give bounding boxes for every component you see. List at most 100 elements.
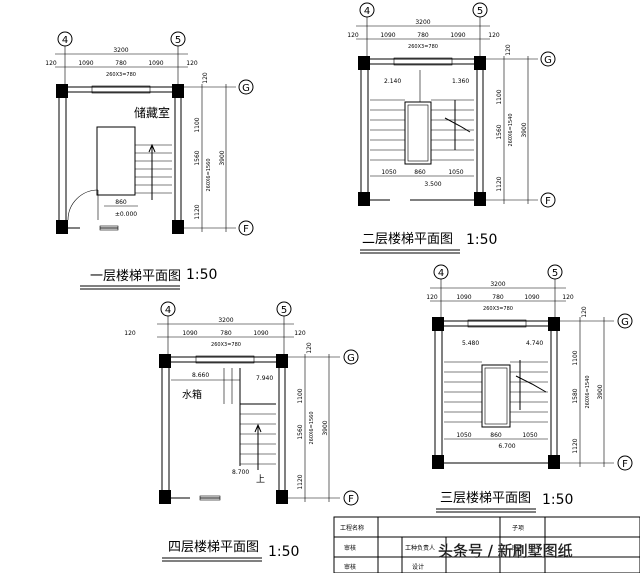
stair-label: 260X6=1560: [309, 411, 315, 444]
plan-title: 四层楼梯平面图: [168, 540, 259, 555]
up-label: 上: [256, 474, 265, 485]
plan-2: 4 5 3200 120 1090 780 1090 120 260X3=780: [347, 2, 556, 254]
grid-label-f: F: [545, 196, 551, 207]
landing-width: 860: [115, 199, 127, 206]
room-label: 储藏室: [134, 105, 170, 120]
grid-bubble-g: [238, 79, 254, 95]
seg-1: 120: [45, 60, 57, 67]
seg-1: 120: [347, 32, 359, 39]
vseg-2: 1560: [297, 424, 304, 439]
vseg-1: 1100: [496, 89, 503, 104]
plan-scale: 1:50: [542, 492, 573, 508]
vseg-3: 1120: [572, 438, 579, 453]
vseg-3: 1120: [297, 474, 304, 489]
bseg-3: 1050: [522, 432, 537, 439]
top-dim: 120: [505, 44, 512, 56]
top-dim: 120: [581, 306, 588, 318]
seg-4: 1090: [524, 294, 539, 301]
overall-depth: 3900: [322, 420, 329, 435]
seg-5: 120: [562, 294, 574, 301]
tb-cell-2-0: 审核: [344, 563, 356, 571]
grid-label-5: 5: [552, 268, 558, 279]
plan-3: 4 5 3200 120 1090 780 1090 120 260X3=780: [124, 301, 359, 562]
seg-2: 1090: [456, 294, 471, 301]
grid-label-g: G: [621, 317, 629, 328]
grid-label-f: F: [348, 494, 354, 505]
seg-5: 120: [186, 60, 198, 67]
overall-depth: 3900: [521, 122, 528, 137]
elevation-0: 2.140: [384, 78, 401, 85]
title-block: 工程名称 子项 审核 工种负责人 图名 审核 设计: [333, 516, 640, 573]
tb-cell-1-3: 图名: [512, 544, 524, 552]
seg-3: 780: [417, 32, 429, 39]
seg-1: 120: [426, 294, 438, 301]
grid-bubble-g: [343, 349, 359, 365]
plan-1: 4 5 3200 120 1090 780 1090 120 260X3=780: [45, 31, 254, 290]
grid-label-4: 4: [438, 268, 444, 279]
tb-cell-2-1: 设计: [412, 563, 424, 571]
elevation-2: 6.700: [498, 443, 515, 450]
overall-width: 3200: [490, 281, 505, 288]
plan-scale: 1:50: [268, 544, 299, 560]
overall-width: 3200: [415, 19, 430, 26]
overall-depth: 3900: [219, 150, 226, 165]
window-label: 260X3=780: [408, 44, 438, 50]
grid-label-g: G: [544, 55, 552, 66]
watermark: 头条号 / 新刷墅图纸: [438, 542, 573, 560]
grid-label-5: 5: [477, 6, 483, 17]
window-label: 260X3=780: [106, 72, 136, 78]
elevation-1: 4.740: [526, 340, 543, 347]
seg-5: 120: [488, 32, 500, 39]
vseg-2: 1580: [572, 388, 579, 403]
grid-bubble-g: [540, 51, 556, 67]
bseg-3: 1050: [448, 169, 463, 176]
stair-label: 260X6=1560: [206, 158, 212, 191]
grid-bubble-f: [617, 455, 633, 471]
stair-label: 260X6=1540: [508, 113, 514, 146]
tb-cell-1-1: 工种负责人: [405, 544, 435, 552]
grid-label-f: F: [622, 459, 628, 470]
grid-bubble-f: [343, 490, 359, 506]
plan-title: 三层楼梯平面图: [440, 491, 531, 506]
overall-width: 3200: [113, 47, 128, 54]
stair-label: 260X6=1540: [585, 375, 591, 408]
seg-5: 120: [294, 330, 306, 337]
plan-4: 4 5 3200 120 1090 780 1090 120 260X3=780: [426, 264, 633, 513]
grid-label-g: G: [242, 83, 250, 94]
vseg-2: 1560: [194, 150, 201, 165]
grid-label-4: 4: [364, 6, 370, 17]
overall-depth: 3900: [597, 384, 604, 399]
grid-bubble-f: [238, 220, 254, 236]
bseg-2: 860: [414, 169, 426, 176]
vseg-3: 1120: [496, 176, 503, 191]
vseg-1: 1100: [572, 350, 579, 365]
vseg-1: 1100: [194, 117, 201, 132]
elevation-2: 8.700: [232, 469, 249, 476]
seg-3: 780: [492, 294, 504, 301]
room-label: 水箱: [182, 388, 202, 401]
grid-label-5: 5: [281, 305, 287, 316]
seg-1: 120: [124, 330, 136, 337]
seg-2: 1090: [78, 60, 93, 67]
plan-title: 二层楼梯平面图: [362, 232, 453, 247]
bseg-2: 860: [490, 432, 502, 439]
bseg-1: 1050: [381, 169, 396, 176]
vseg-3: 1120: [194, 204, 201, 219]
grid-bubble-f: [540, 192, 556, 208]
top-dim: 120: [306, 342, 313, 354]
elevation-0: 5.480: [462, 340, 479, 347]
grid-label-f: F: [243, 224, 249, 235]
seg-4: 1090: [253, 330, 268, 337]
seg-2: 1090: [380, 32, 395, 39]
overall-width: 3200: [218, 317, 233, 324]
grid-label-5: 5: [175, 35, 181, 46]
grid-label-4: 4: [62, 35, 68, 46]
elevation-1: 1.360: [452, 78, 469, 85]
tb-cell-0-2: 子项: [512, 525, 524, 532]
plan-scale: 1:50: [466, 232, 497, 248]
seg-4: 1090: [450, 32, 465, 39]
elevation-1: 7.940: [256, 375, 273, 382]
tb-cell-1-0: 审核: [344, 544, 356, 552]
top-dim: 120: [202, 72, 209, 84]
